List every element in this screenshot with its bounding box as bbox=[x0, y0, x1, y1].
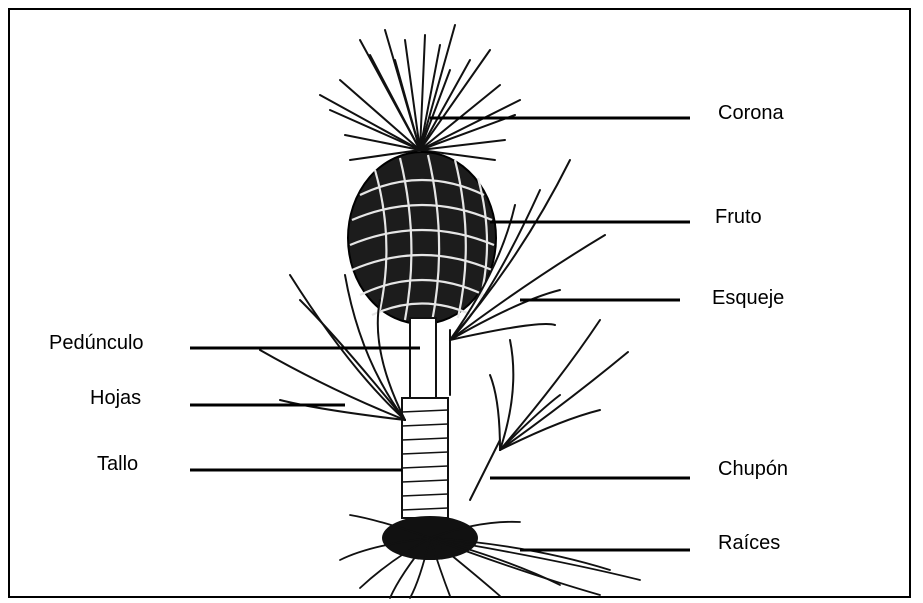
label-fruto: Fruto bbox=[715, 207, 762, 227]
label-hojas: Hojas bbox=[90, 388, 141, 408]
sucker-illustration bbox=[470, 320, 628, 500]
crown-illustration bbox=[320, 25, 520, 160]
label-esqueje: Esqueje bbox=[712, 288, 784, 308]
label-corona: Corona bbox=[718, 103, 784, 123]
peduncle-illustration bbox=[410, 318, 436, 398]
label-pedunculo: Pedúnculo bbox=[49, 333, 144, 353]
label-chupon: Chupón bbox=[718, 459, 788, 479]
label-tallo: Tallo bbox=[97, 454, 138, 474]
label-raices: Raíces bbox=[718, 533, 780, 553]
fruit-illustration bbox=[348, 152, 496, 324]
roots-illustration bbox=[340, 515, 640, 598]
stem-illustration bbox=[402, 398, 448, 518]
